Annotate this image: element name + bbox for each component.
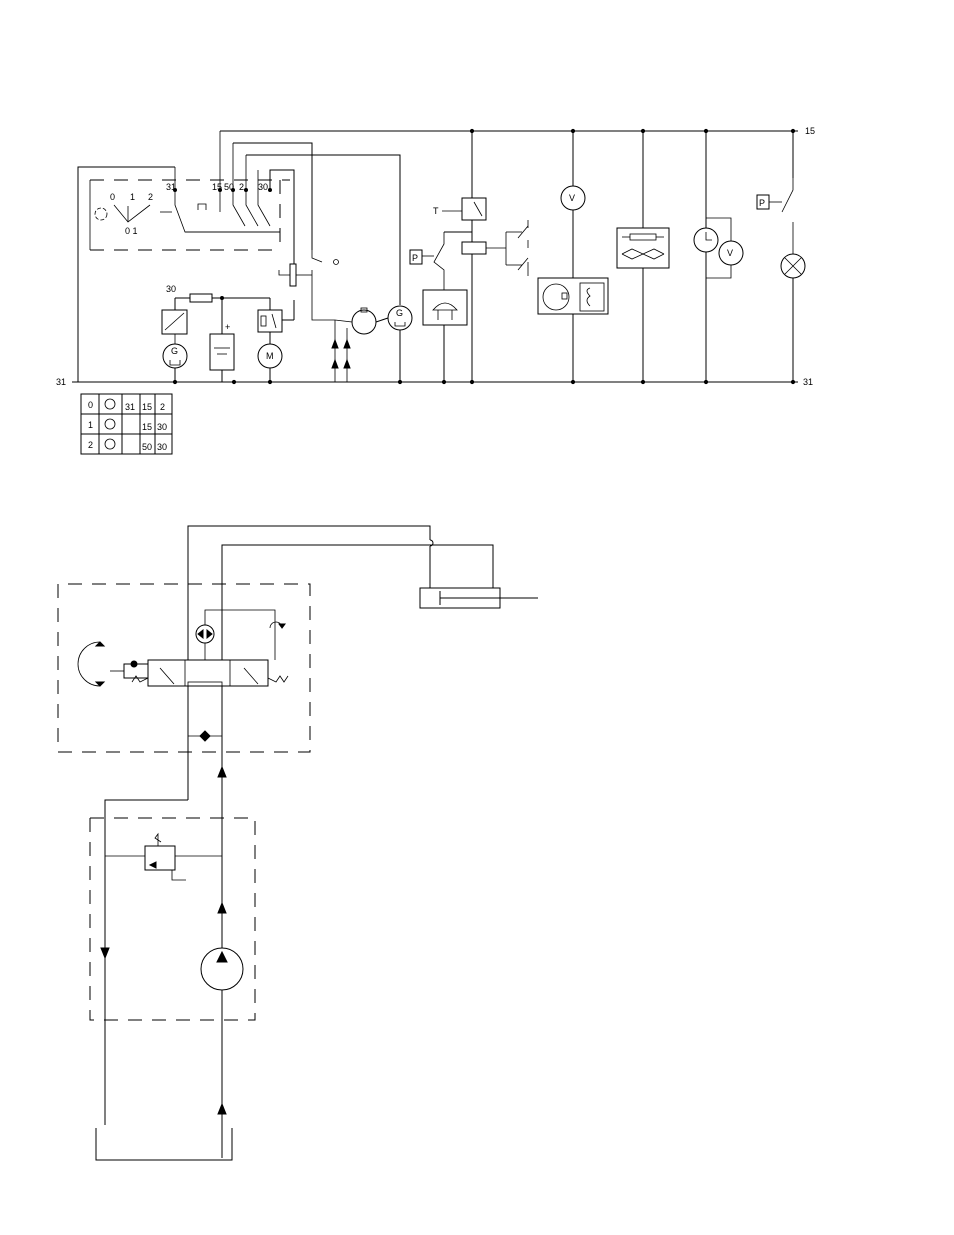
table-row-2-b: 50 xyxy=(142,442,152,452)
voltmeter-1-letter: V xyxy=(569,193,575,203)
label-rail-31-left: 31 xyxy=(56,377,66,387)
switch-terminal-15: 15 xyxy=(212,182,222,192)
battery xyxy=(209,333,235,371)
generator-2-letter: G xyxy=(396,308,403,318)
fuse xyxy=(189,293,213,303)
temp-sensor-letter: T xyxy=(433,206,439,216)
table-row-1-b: 15 xyxy=(142,422,152,432)
key-on-icon xyxy=(104,418,116,430)
motor-letter: M xyxy=(266,351,274,361)
electrical-circuit: 15 31 31 0 1 2 0 1 xyxy=(56,126,815,387)
relay-coil xyxy=(461,241,487,255)
table-row-0-pos: 0 xyxy=(88,400,93,410)
relief-valve xyxy=(144,845,176,871)
warning-buzzer xyxy=(422,289,468,326)
label-30-fuse: 30 xyxy=(166,284,176,294)
switch-terminal-31: 31 xyxy=(166,182,176,192)
switch-terminal-50: 50 xyxy=(224,182,234,192)
battery-plus: + xyxy=(225,322,230,332)
table-row-0-a: 31 xyxy=(125,402,135,412)
key-position-1: 1 xyxy=(130,192,135,202)
hydraulic-circuit xyxy=(57,525,538,1161)
ignition-switch: 0 1 2 0 1 31 15 50 2 30 xyxy=(77,131,290,382)
table-row-1-c: 30 xyxy=(157,422,167,432)
key-start-icon xyxy=(104,438,116,450)
hydraulic-tank xyxy=(95,1128,233,1161)
table-row-0-b: 15 xyxy=(142,402,152,412)
switch-terminal-30: 30 xyxy=(258,182,268,192)
pressure-sensor-1-letter: P xyxy=(412,253,418,263)
key-position-01: 0 1 xyxy=(125,226,138,236)
key-position-0: 0 xyxy=(110,192,115,202)
voltmeter-2-letter: V xyxy=(727,248,733,258)
label-rail-31-right: 31 xyxy=(803,377,813,387)
key-off-icon xyxy=(104,398,116,410)
switch-terminal-2: 2 xyxy=(239,182,244,192)
pressure-sensor-2-letter: P xyxy=(759,198,765,208)
key-lock-icon xyxy=(94,207,108,221)
generator-letter: G xyxy=(171,346,178,356)
key-position-2: 2 xyxy=(148,192,153,202)
pressure-sensor-1 xyxy=(409,249,423,265)
check-valve-icon xyxy=(199,730,211,742)
heater-plug xyxy=(351,309,377,335)
hydraulic-pump-icon xyxy=(200,947,244,991)
table-row-2-c: 30 xyxy=(157,442,167,452)
label-rail-15: 15 xyxy=(805,126,815,136)
starter-relay xyxy=(257,309,283,333)
table-row-1-pos: 1 xyxy=(88,420,93,430)
temp-sensor xyxy=(461,197,487,221)
table-row-0-c: 2 xyxy=(160,402,165,412)
push-button xyxy=(289,263,297,287)
lever-arrow-icon xyxy=(77,641,101,687)
table-row-2-pos: 2 xyxy=(88,440,93,450)
switch-position-table: 0 31 15 2 1 15 30 2 50 30 xyxy=(80,393,173,455)
